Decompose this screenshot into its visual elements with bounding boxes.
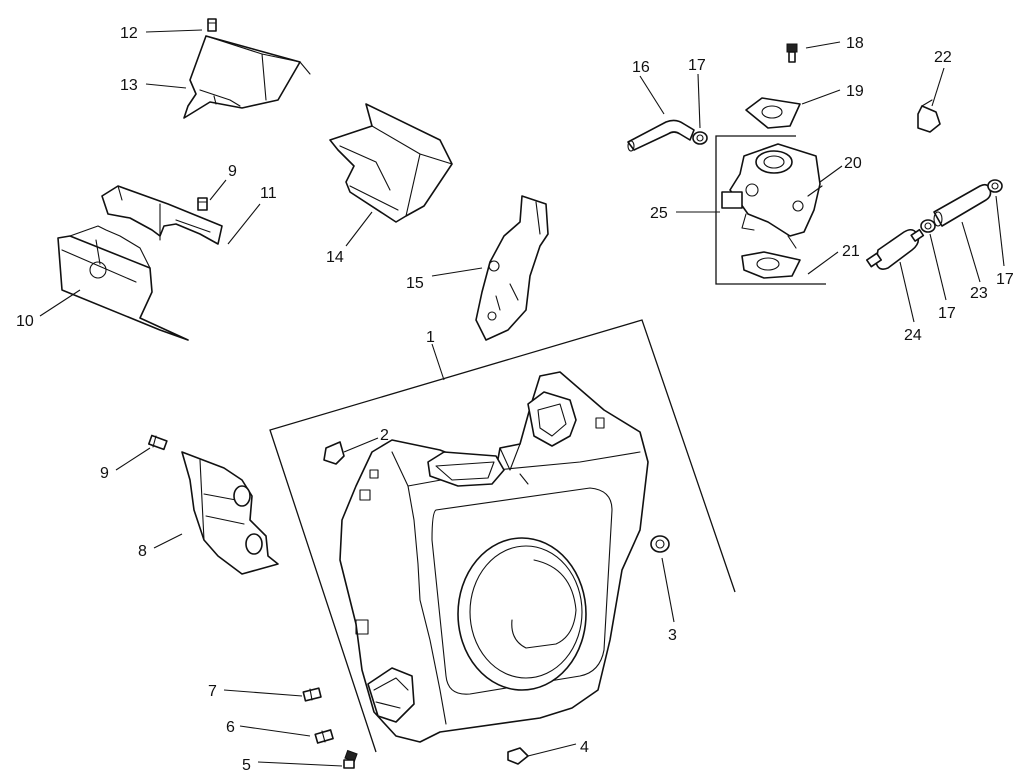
part-11-bracket [101, 185, 223, 245]
part-17-clamp-right-a [920, 219, 936, 233]
callout-4: 4 [580, 739, 589, 756]
callout-25: 25 [650, 205, 668, 222]
part-4-clip-nut [507, 747, 529, 765]
callout-17-right-b: 17 [996, 271, 1014, 288]
callout-24: 24 [904, 327, 922, 344]
part-17-clamp-right-b [987, 179, 1003, 193]
part-5-screw [343, 749, 358, 769]
part-1-blower-housing [339, 371, 649, 743]
part-24-fuel-filter [865, 228, 925, 270]
part-19-gasket [745, 97, 801, 129]
part-22-clip [917, 99, 941, 133]
part-23-fuel-hose [933, 183, 992, 227]
callout-8: 8 [138, 543, 147, 560]
part-3-grommet [650, 535, 670, 553]
callout-2: 2 [380, 427, 389, 444]
callout-21: 21 [842, 243, 860, 260]
callout-20: 20 [844, 155, 862, 172]
callout-19: 19 [846, 83, 864, 100]
part-14-shield [329, 103, 453, 223]
callout-16: 16 [632, 59, 650, 76]
callout-7: 7 [208, 683, 217, 700]
callout-6: 6 [226, 719, 235, 736]
part-18-screw [786, 43, 798, 63]
part-17-clamp-top [692, 131, 708, 145]
callout-14: 14 [326, 249, 344, 266]
callout-9-lower: 9 [100, 465, 109, 482]
callout-1: 1 [426, 329, 435, 346]
part-15-bracket-plate [475, 195, 549, 341]
callout-10: 10 [16, 313, 34, 330]
carburetor-group-frame [715, 135, 826, 285]
callout-18: 18 [846, 35, 864, 52]
callout-22: 22 [934, 49, 952, 66]
callout-9-upper: 9 [228, 163, 237, 180]
callout-17-top: 17 [688, 57, 706, 74]
callout-17-right-a: 17 [938, 305, 956, 322]
callout-5: 5 [242, 757, 251, 774]
part-21-gasket [741, 251, 801, 279]
part-13-shield [183, 35, 311, 119]
part-2-nut [323, 441, 345, 465]
callout-15: 15 [406, 275, 424, 292]
part-8-bracket [181, 451, 279, 575]
part-25-carburetor [721, 143, 823, 249]
part-9-screw-upper [197, 197, 208, 211]
part-10-shield [57, 225, 189, 341]
part-16-fuel-hose [627, 119, 695, 152]
callout-13: 13 [120, 77, 138, 94]
part-6-screw [314, 729, 334, 744]
leader-lines [39, 29, 1005, 767]
callout-numbers: 1 2 3 4 5 6 7 8 9 9 10 11 12 13 14 15 16… [16, 25, 1014, 774]
blower-housing-group-frame [269, 319, 736, 753]
part-9-screw-lower [147, 434, 168, 451]
callout-11: 11 [260, 185, 277, 202]
callout-23: 23 [970, 285, 988, 302]
callout-12: 12 [120, 25, 138, 42]
part-12-screw [207, 18, 217, 32]
part-7-screw [302, 687, 322, 702]
callout-3: 3 [668, 627, 677, 644]
